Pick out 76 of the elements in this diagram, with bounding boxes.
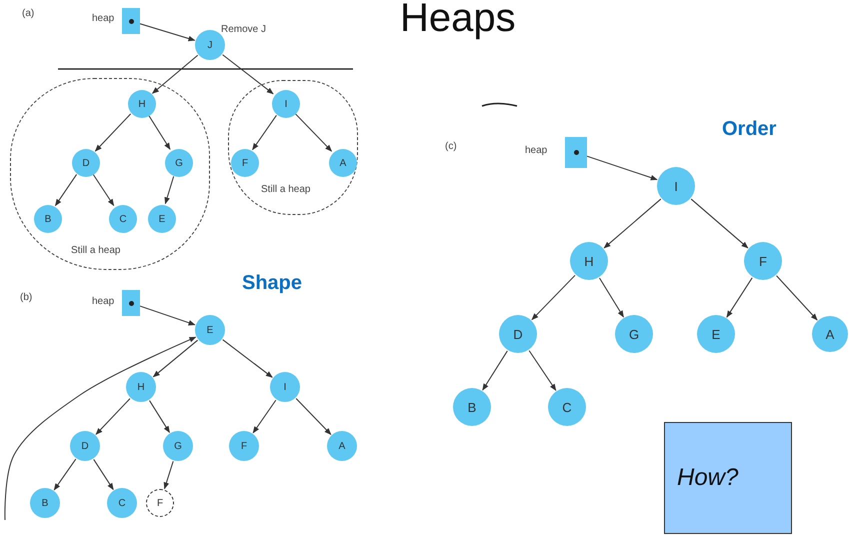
subtree-label: Still a heap <box>71 245 120 256</box>
title: Heaps <box>400 0 516 41</box>
arrow <box>252 114 277 150</box>
tree-node: E <box>697 315 735 353</box>
tree-node: E <box>195 315 225 345</box>
tree-node: B <box>30 488 60 518</box>
tree-node: I <box>270 372 300 402</box>
arrow <box>149 400 170 434</box>
subtree-outline <box>228 80 358 215</box>
arrow <box>482 350 508 391</box>
panel-label: (b) <box>20 292 32 303</box>
tree-node: H <box>126 372 156 402</box>
arrow <box>54 174 78 206</box>
tree-node: A <box>329 149 357 177</box>
node-caption: heap <box>92 13 114 24</box>
arrow <box>96 398 130 435</box>
tree-node: H <box>570 242 608 280</box>
arrow <box>222 339 273 378</box>
arrow <box>586 156 658 180</box>
tree-node: G <box>163 431 193 461</box>
arrow <box>140 23 196 42</box>
arrow <box>94 113 132 152</box>
arrow <box>252 400 276 434</box>
tree-node: D <box>70 431 100 461</box>
empty-slot-node: F <box>146 489 174 517</box>
arrow <box>528 350 556 391</box>
tree-node: A <box>812 316 848 352</box>
arrow <box>54 458 76 490</box>
tree-node: A <box>327 431 357 461</box>
pointer-box <box>122 8 140 34</box>
tree-node: F <box>744 242 782 280</box>
tree-node: I <box>657 167 695 205</box>
tree-node: D <box>72 149 100 177</box>
tree-node: C <box>109 205 137 233</box>
tree-node: G <box>615 315 653 353</box>
pointer-box <box>122 290 140 316</box>
arrow <box>93 458 114 490</box>
arrow <box>726 277 753 318</box>
tree-node: J <box>195 30 225 60</box>
tree-node: B <box>453 388 491 426</box>
arrow <box>148 115 171 150</box>
tree-node: D <box>499 315 537 353</box>
question-box: How? <box>664 422 792 534</box>
tree-node: G <box>165 149 193 177</box>
node-caption: heap <box>525 145 548 156</box>
tree-node: E <box>148 205 176 233</box>
tree-node: H <box>128 90 156 118</box>
heading-label: Order <box>722 118 776 141</box>
subtree-label: Still a heap <box>261 184 310 195</box>
arrow <box>140 306 196 326</box>
arrow <box>4 336 196 520</box>
tree-node: B <box>34 205 62 233</box>
arrow <box>92 174 114 206</box>
tree-node: I <box>272 90 300 118</box>
subtree-outline <box>10 78 210 270</box>
tree-node: F <box>231 149 259 177</box>
panel-label: (c) <box>445 141 457 152</box>
arrow <box>531 274 576 320</box>
arrow <box>776 275 818 321</box>
arrow <box>152 54 198 94</box>
pointer-box <box>565 137 587 168</box>
arrow <box>164 460 174 490</box>
arrow <box>599 278 624 318</box>
arrow <box>296 398 332 435</box>
tree-node: F <box>229 431 259 461</box>
arrow <box>604 198 662 248</box>
heading-label: Shape <box>242 272 302 295</box>
arrow <box>690 198 748 248</box>
arrow <box>164 176 174 204</box>
panel-label: (a) <box>22 8 34 19</box>
arrow <box>222 54 274 94</box>
node-caption: heap <box>92 296 114 307</box>
tree-node: C <box>107 488 137 518</box>
tree-node: C <box>548 388 586 426</box>
arrow <box>294 113 332 152</box>
arrow <box>152 340 198 378</box>
